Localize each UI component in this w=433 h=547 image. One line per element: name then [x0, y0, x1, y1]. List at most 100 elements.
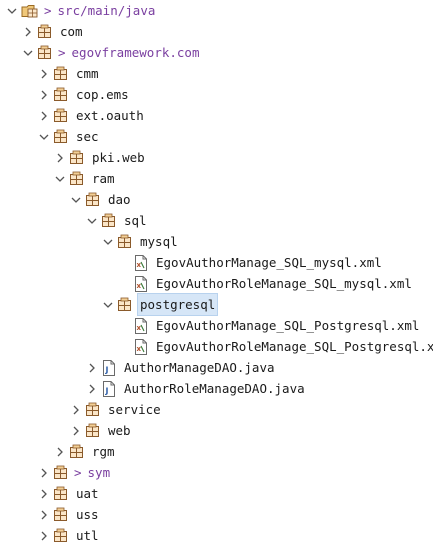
chevron-right-icon[interactable] — [70, 399, 82, 420]
tree-item[interactable]: com — [22, 21, 85, 42]
java-file-icon: J — [101, 380, 117, 397]
chevron-down-icon[interactable] — [86, 210, 98, 231]
svg-text:x: x — [137, 282, 142, 290]
package-icon — [69, 150, 85, 166]
xml-file-icon: x — [133, 275, 149, 292]
package-icon — [53, 87, 69, 103]
tree-item-label: src/main/java — [57, 3, 156, 18]
tree-spacer — [118, 273, 130, 294]
chevron-down-icon[interactable] — [22, 42, 34, 63]
tree-item[interactable]: postgresql — [102, 293, 219, 316]
chevron-right-icon[interactable] — [22, 21, 34, 42]
tree-item-label: cmm — [76, 66, 99, 81]
package-icon — [53, 465, 69, 481]
tree-item[interactable]: cop.ems — [38, 84, 131, 105]
tree-item-label: sql — [124, 213, 147, 228]
tree-item[interactable]: service — [70, 399, 163, 420]
chevron-down-icon[interactable] — [38, 126, 50, 147]
tree-item[interactable]: uss — [38, 504, 101, 525]
tree-item[interactable]: x EgovAuthorManage_SQL_Postgresql.xml — [118, 315, 421, 336]
tree-item[interactable]: dao — [70, 189, 133, 210]
tree-item-label: ext.oauth — [76, 108, 144, 123]
chevron-right-icon[interactable] — [70, 420, 82, 441]
chevron-down-icon[interactable] — [6, 0, 18, 21]
chevron-right-icon[interactable] — [54, 441, 66, 462]
chevron-down-icon[interactable] — [102, 231, 114, 252]
package-icon — [53, 66, 69, 82]
package-icon — [117, 234, 133, 250]
tree-item[interactable]: > src/main/java — [6, 0, 157, 21]
chevron-right-icon[interactable] — [38, 525, 50, 546]
tree-item[interactable]: pki.web — [54, 147, 147, 168]
chevron-right-icon[interactable] — [54, 147, 66, 168]
git-dirty-marker: > — [44, 3, 52, 18]
xml-file-icon: x — [133, 254, 149, 271]
tree-item-label: EgovAuthorRoleManage_SQL_Postgresql.xml — [156, 339, 433, 354]
tree-spacer — [118, 252, 130, 273]
tree-item-label: EgovAuthorRoleManage_SQL_mysql.xml — [156, 276, 412, 291]
tree-item[interactable]: J AuthorManageDAO.java — [86, 357, 277, 378]
tree-item[interactable]: x EgovAuthorRoleManage_SQL_mysql.xml — [118, 273, 414, 294]
tree-item[interactable]: sec — [38, 126, 101, 147]
tree-spacer — [118, 336, 130, 357]
tree-item[interactable]: sql — [86, 210, 149, 231]
tree-item[interactable]: rgm — [54, 441, 117, 462]
tree-item-label: dao — [108, 192, 131, 207]
git-dirty-marker: > — [74, 465, 82, 480]
package-icon — [37, 45, 53, 61]
chevron-down-icon[interactable] — [70, 189, 82, 210]
tree-item-label: web — [108, 423, 131, 438]
chevron-down-icon[interactable] — [102, 294, 114, 315]
tree-item-label: uss — [76, 507, 99, 522]
svg-text:x: x — [137, 261, 142, 269]
xml-file-icon: x — [133, 317, 149, 334]
tree-item-label: uat — [76, 486, 99, 501]
tree-item-label: cop.ems — [76, 87, 129, 102]
chevron-right-icon[interactable] — [86, 357, 98, 378]
chevron-right-icon[interactable] — [38, 483, 50, 504]
package-icon — [53, 507, 69, 523]
tree-item-label: sym — [87, 465, 111, 480]
svg-text:x: x — [137, 324, 142, 332]
tree-item[interactable]: > sym — [38, 462, 112, 483]
tree-item-label: pki.web — [92, 150, 145, 165]
package-icon — [69, 171, 85, 187]
tree-item-label: EgovAuthorManage_SQL_mysql.xml — [156, 255, 382, 270]
tree-item-label: ram — [92, 171, 115, 186]
tree-item[interactable]: mysql — [102, 231, 180, 252]
tree-spacer — [118, 315, 130, 336]
tree-item[interactable]: utl — [38, 525, 101, 546]
chevron-down-icon[interactable] — [54, 168, 66, 189]
tree-item-label: AuthorManageDAO.java — [124, 360, 275, 375]
tree-item[interactable]: ram — [54, 168, 117, 189]
tree-item-label: egovframework.com — [71, 45, 200, 60]
chevron-right-icon[interactable] — [38, 504, 50, 525]
chevron-right-icon[interactable] — [38, 462, 50, 483]
chevron-right-icon[interactable] — [38, 63, 50, 84]
tree-item-label: utl — [76, 528, 99, 543]
chevron-right-icon[interactable] — [86, 378, 98, 399]
tree-item-label: rgm — [92, 444, 115, 459]
tree-item[interactable]: x EgovAuthorRoleManage_SQL_Postgresql.xml — [118, 336, 433, 357]
package-icon — [85, 402, 101, 418]
tree-item-label: com — [60, 24, 83, 39]
chevron-right-icon[interactable] — [38, 105, 50, 126]
tree-item-label: EgovAuthorManage_SQL_Postgresql.xml — [156, 318, 420, 333]
svg-text:x: x — [137, 345, 142, 353]
tree-item[interactable]: J AuthorRoleManageDAO.java — [86, 378, 307, 399]
tree-item[interactable]: cmm — [38, 63, 101, 84]
svg-text:J: J — [105, 365, 109, 374]
tree-item-label: postgresql — [136, 293, 219, 316]
tree-item[interactable]: x EgovAuthorManage_SQL_mysql.xml — [118, 252, 384, 273]
tree-item[interactable]: uat — [38, 483, 101, 504]
svg-text:J: J — [105, 386, 109, 395]
tree-item-label: service — [108, 402, 161, 417]
tree-item-label: AuthorRoleManageDAO.java — [124, 381, 305, 396]
tree-item[interactable]: ext.oauth — [38, 105, 146, 126]
java-file-icon: J — [101, 359, 117, 376]
chevron-right-icon[interactable] — [38, 84, 50, 105]
package-icon — [85, 192, 101, 208]
tree-item[interactable]: >egovframework.com — [22, 42, 201, 63]
package-icon — [85, 423, 101, 439]
tree-item[interactable]: web — [70, 420, 133, 441]
